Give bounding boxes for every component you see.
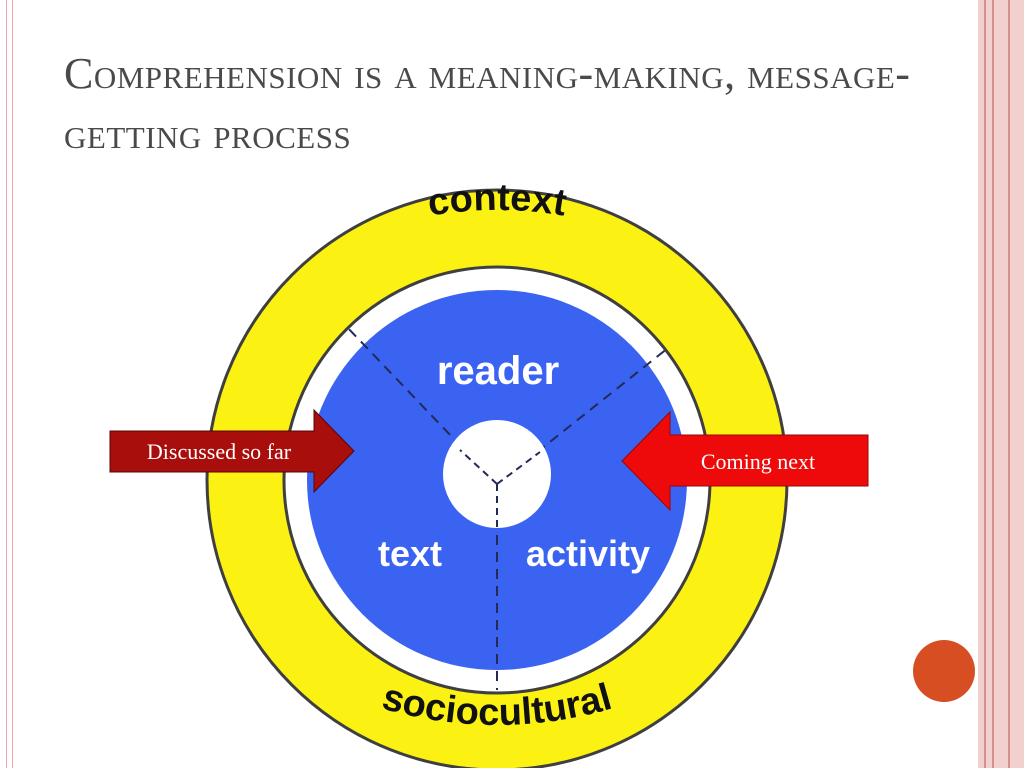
activity-label: activity <box>526 533 650 574</box>
accent-dot <box>913 640 975 702</box>
text-label: text <box>378 533 442 574</box>
left-border-decoration <box>6 0 13 768</box>
right-border-decoration <box>978 0 1024 768</box>
discussed-so-far-arrow <box>109 408 355 494</box>
center-divider-lines <box>459 449 541 528</box>
coming-next-arrow <box>621 410 869 512</box>
slide-title: Comprehension is a meaning-making, messa… <box>64 49 911 158</box>
center-white-circle <box>443 420 551 528</box>
reader-label: reader <box>437 349 559 393</box>
context-label: context <box>425 177 570 225</box>
